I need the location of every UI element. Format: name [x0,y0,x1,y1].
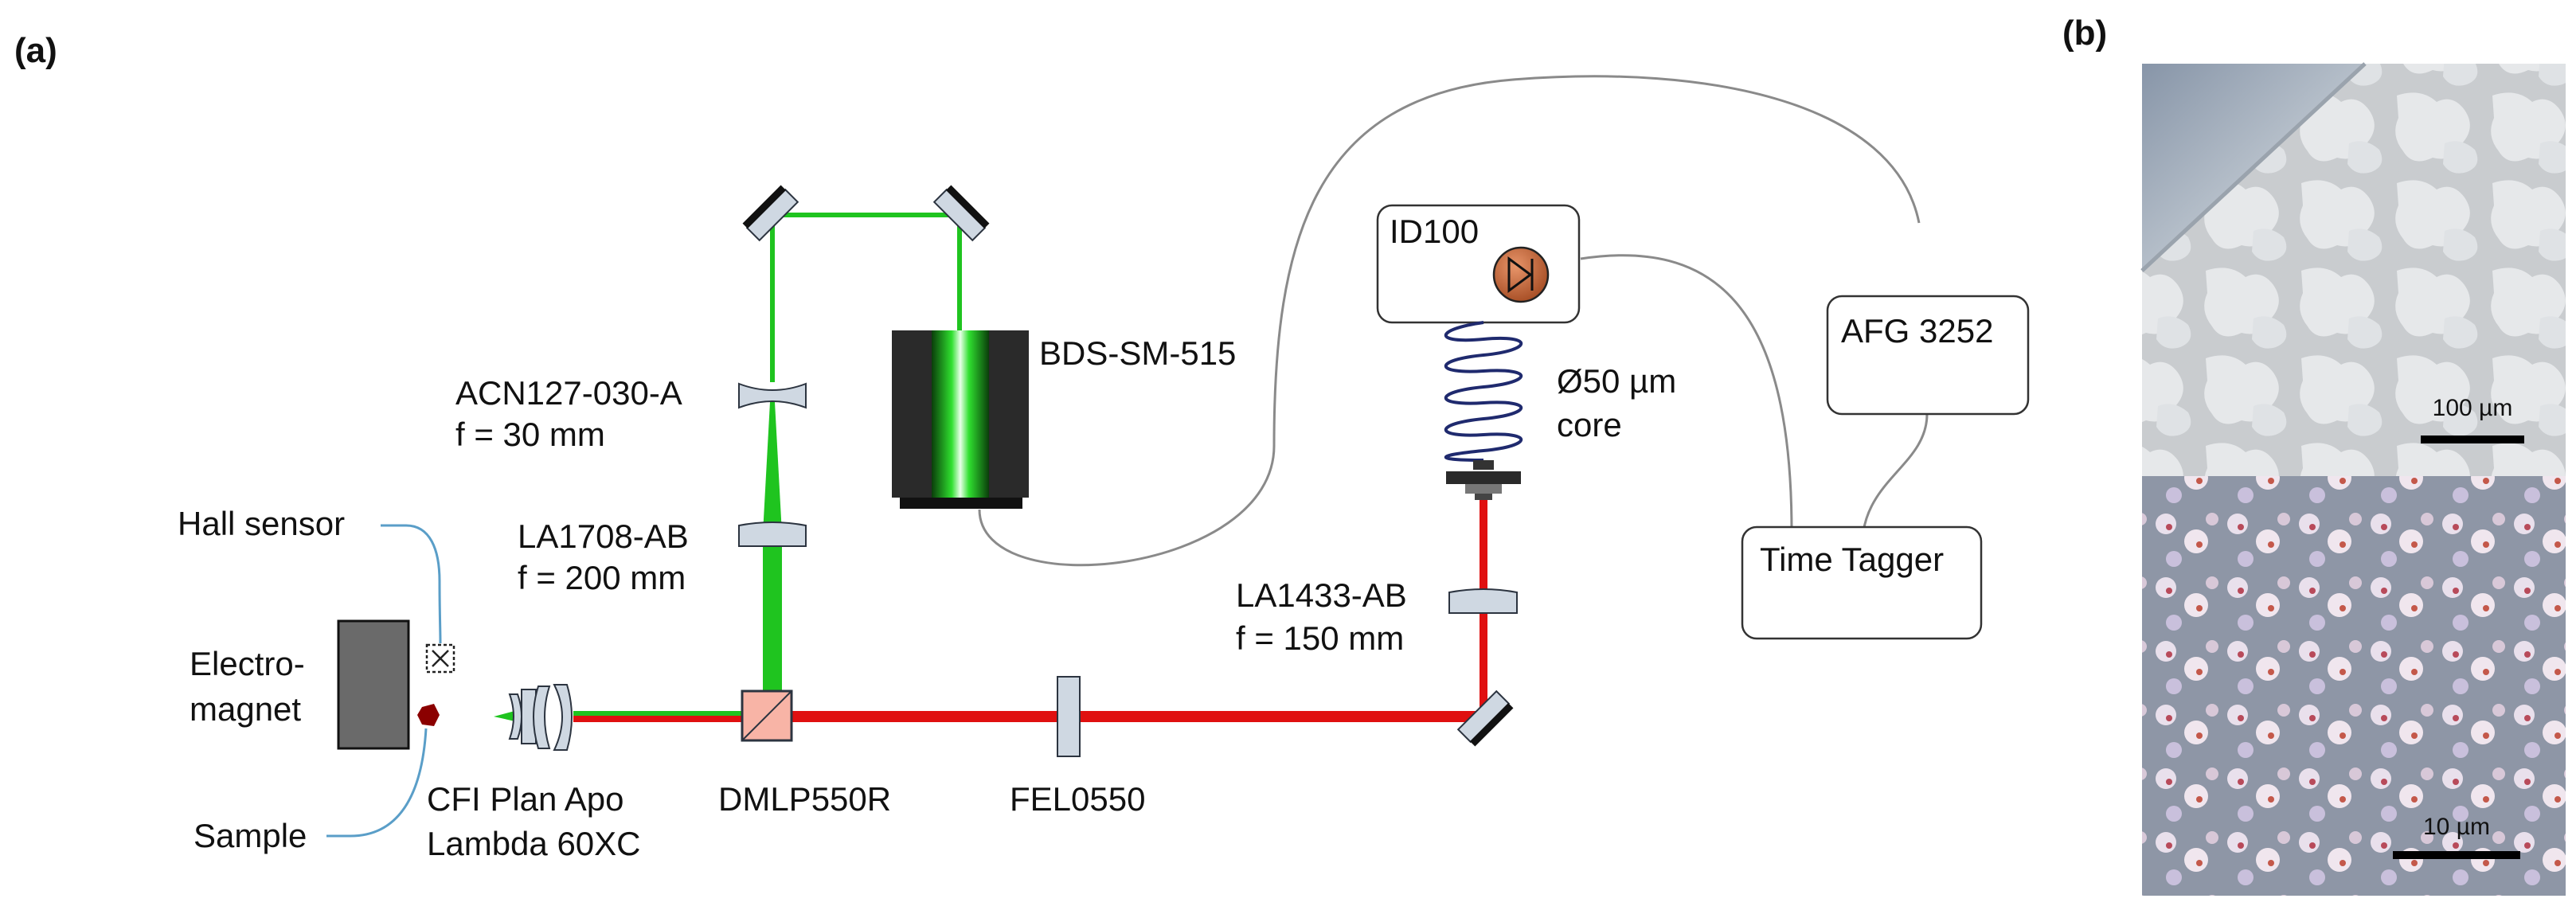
photodiode-icon [1492,246,1550,303]
mirror-top-right [932,185,990,242]
hall-sensor-wire [381,524,442,644]
label-fiber-2: core [1557,406,1622,443]
micrograph-bottom [2142,476,2566,896]
red-beam-horizontal [573,711,1483,722]
label-hall-sensor: Hall sensor [178,505,345,542]
label-detector: ID100 [1390,213,1479,250]
label-afg: AFG 3252 [1841,312,1993,350]
mirror-top-left [742,185,799,242]
sample [417,704,440,726]
label-laser: BDS-SM-515 [1039,334,1236,372]
lens-acn127 [738,382,807,409]
green-beam-to-objective [573,711,761,716]
label-objective-2: Lambda 60XC [427,825,641,862]
filter-fel0550 [1057,676,1081,757]
micrograph-top [2140,62,2566,476]
label-acn127-2: f = 30 mm [455,416,605,453]
label-la1708-1: LA1708-AB [518,518,689,555]
label-fiber-1: Ø50 µm [1557,362,1676,400]
label-sample: Sample [193,817,307,854]
scalebar-bottom-label: 10 µm [2423,814,2490,840]
lens-la1433 [1448,588,1518,614]
mirror-bottom-right [1456,689,1514,747]
panel-label-b: (b) [2062,14,2107,53]
sample-wire [326,728,428,838]
label-la1433-1: LA1433-AB [1236,576,1407,614]
afg-cable [1862,413,1929,533]
label-filter: FEL0550 [1010,780,1145,818]
afg-box [1826,295,2030,416]
label-time-tagger: Time Tagger [1760,541,1944,578]
objective-lens [508,684,573,751]
laser-bds-sm-515 [892,330,1029,509]
time-tagger-box [1741,525,1983,640]
lens-la1708 [738,521,807,547]
dichroic-cube [741,689,793,742]
label-electromagnet-2: magnet [190,690,301,728]
scalebar-top-label: 100 µm [2433,395,2513,421]
label-acn127-1: ACN127-030-A [455,374,682,412]
label-dichroic: DMLP550R [718,780,891,818]
green-beam-expanded [763,402,782,701]
label-la1708-2: f = 200 mm [518,559,686,596]
label-electromagnet-1: Electro- [190,645,305,682]
label-objective-1: CFI Plan Apo [427,780,623,818]
laser-cable [978,75,1921,567]
electromagnet [337,619,410,750]
fiber-coil [1444,321,1523,462]
detector-cable [1580,254,1793,533]
label-la1433-2: f = 150 mm [1236,619,1404,657]
fiber-connector [1446,460,1521,500]
hall-sensor-icon [425,643,455,674]
panel-label-a: (a) [14,31,57,70]
